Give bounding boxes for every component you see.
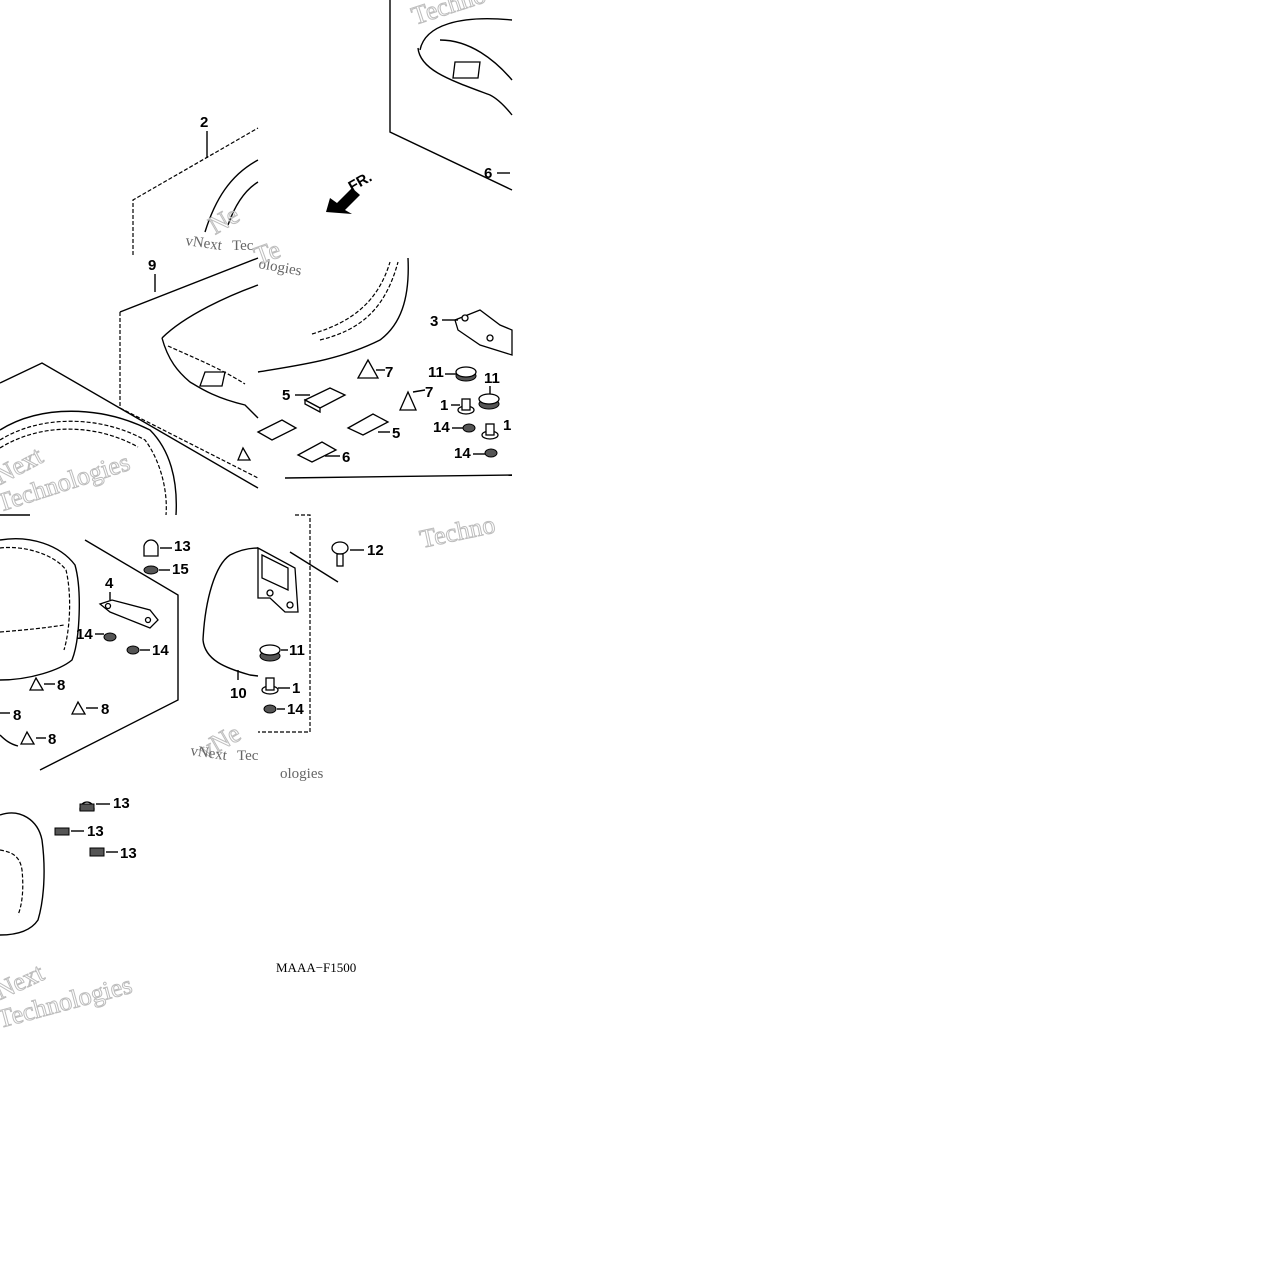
callout-8a: 8 xyxy=(57,677,65,694)
callout-4: 4 xyxy=(105,575,114,592)
callout-11c: 11 xyxy=(289,642,305,659)
callout-14a: 14 xyxy=(433,419,450,436)
svg-text:Techno: Techno xyxy=(408,0,489,31)
panel-seat-9: 9 ologies Te 3 7 7 5 5 xyxy=(119,234,513,479)
callout-3: 3 xyxy=(430,313,438,330)
svg-text:vNext: vNext xyxy=(184,233,223,254)
callout-9: 9 xyxy=(148,257,156,274)
callout-1c: 1 xyxy=(292,680,300,697)
callout-5b: 5 xyxy=(392,425,400,442)
callout-8d: 8 xyxy=(48,731,56,748)
callout-13a: 13 xyxy=(174,538,191,555)
callout-11a: 11 xyxy=(428,364,444,381)
panel-seat-2: 2 Ne vNext Tec xyxy=(132,114,259,255)
panel-backrest-bottom: 13 13 13 xyxy=(0,795,137,936)
callout-10: 10 xyxy=(230,685,247,702)
callout-8c: 8 xyxy=(13,707,21,724)
watermarks: Techno Next Technologies xyxy=(0,509,498,1034)
callout-14e: 14 xyxy=(287,701,304,718)
front-direction-arrow: FR. xyxy=(326,169,375,214)
svg-text:Tec: Tec xyxy=(237,748,259,764)
drawing-code: MAAA−F1500 xyxy=(276,960,356,975)
callout-13c: 13 xyxy=(87,823,104,840)
callout-7a: 7 xyxy=(385,364,393,381)
callout-7b: 7 xyxy=(425,384,433,401)
svg-text:Ne: Ne xyxy=(204,200,245,240)
callout-2: 2 xyxy=(200,114,208,131)
callout-11b: 11 xyxy=(484,370,500,387)
callout-8b: 8 xyxy=(101,701,109,718)
svg-text:ologies: ologies xyxy=(280,766,323,782)
callout-6: 6 xyxy=(342,449,350,466)
svg-text:Techno: Techno xyxy=(417,510,498,554)
callout-14d: 14 xyxy=(152,642,169,659)
callout-13b: 13 xyxy=(113,795,130,812)
svg-text:Tec: Tec xyxy=(232,238,254,254)
callout-5a: 5 xyxy=(282,387,290,404)
callout-1a: 1 xyxy=(440,397,448,414)
callout-14c: 14 xyxy=(76,626,93,643)
svg-text:vNext: vNext xyxy=(189,743,228,764)
callout-15: 15 xyxy=(172,561,189,578)
callout-12: 12 xyxy=(367,542,384,559)
callout-1b: 1 xyxy=(503,417,511,434)
panel-pillion: 13 15 4 14 14 8 8 8 8 xyxy=(0,514,191,771)
svg-text:ologies: ologies xyxy=(257,256,303,279)
callout-13d: 13 xyxy=(120,845,137,862)
callout-14b: 14 xyxy=(454,445,471,462)
callout-6-top: 6 xyxy=(484,165,492,182)
panel-backrest-10: 10 12 11 1 14 vNe vNext Tec ologies xyxy=(189,514,384,782)
panel-rear-top: Techno 6 xyxy=(389,0,513,191)
